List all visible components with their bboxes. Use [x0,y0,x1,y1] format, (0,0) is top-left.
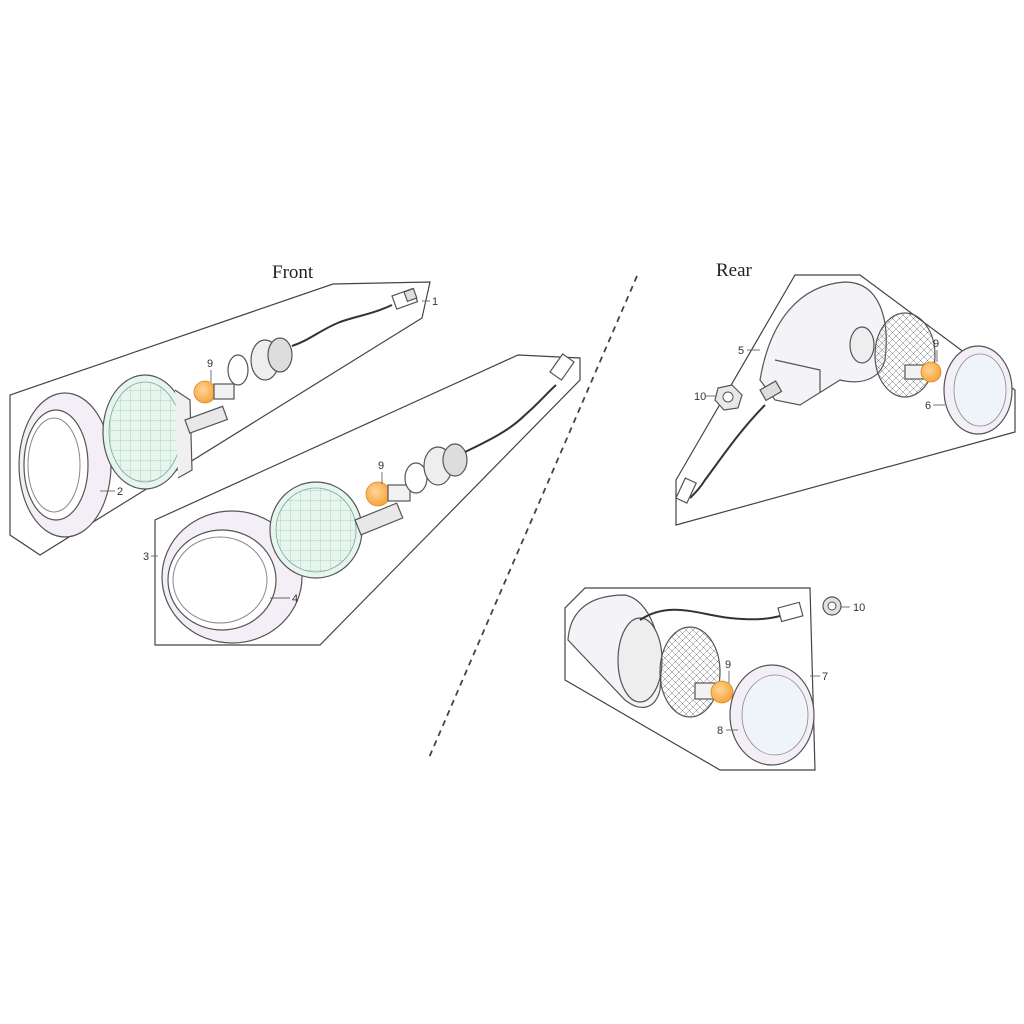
rear-upper-lens-icon [943,345,1013,435]
front-rim-icon [18,392,112,538]
rear-upper-wire [689,404,766,499]
callout-10-rear-upper: 10 [694,391,706,403]
rear-housing-icon [759,281,887,406]
front-upper-outline [9,281,431,556]
rear-upper-connector-icon [675,477,697,504]
front-lower-bulb-icon [365,481,411,507]
rear-lower-outline [564,587,816,771]
front-lower-socket-icon [404,443,468,494]
rear-lower-housing-icon [567,594,663,708]
front-lower-assembly [154,353,581,646]
rear-lower-reflector-icon [659,626,721,718]
front-section-title: Front [272,262,314,283]
callout-6: 6 [925,400,931,412]
front-upper-assembly [9,281,431,556]
rear-lower-bulb-icon [694,680,734,704]
front-socket-icon [227,337,293,386]
rear-section-title: Rear [716,260,753,281]
front-lens-icon [102,374,229,490]
callout-3: 3 [143,551,149,563]
front-upper-connector-icon [391,287,419,310]
front-lower-outline [154,354,581,646]
rear-lower-lens-icon [729,664,815,766]
rear-lower-assembly [564,587,842,771]
callout-5: 5 [738,345,744,357]
rear-lower-nut-icon [822,596,842,616]
callout-4: 4 [292,593,298,605]
front-lower-connector-icon [549,353,575,381]
callout-9-front-lower: 9 [378,460,384,472]
callout-2: 2 [117,486,123,498]
front-lower-wire [464,384,557,453]
callout-7: 7 [822,671,828,683]
front-upper-wire [291,304,393,347]
callout-9-front-upper: 9 [207,358,213,370]
rear-lower-connector-icon [777,601,804,623]
rear-upper-outline [675,274,1016,526]
rear-upper-nut-icon [714,384,743,411]
callout-9-rear-lower: 9 [725,659,731,671]
front-bulb-icon [193,380,235,404]
rear-upper-assembly [675,274,1016,526]
front-lower-lens-icon [269,481,404,579]
callout-1: 1 [432,296,438,308]
front-lower-rim-icon [161,510,303,644]
callout-10-rear-lower: 10 [853,602,865,614]
callout-8: 8 [717,725,723,737]
rear-lower-wire [639,608,781,621]
section-divider [427,275,638,761]
rear-upper-bulb-icon [904,361,942,383]
callout-9-rear-upper: 9 [933,338,939,350]
